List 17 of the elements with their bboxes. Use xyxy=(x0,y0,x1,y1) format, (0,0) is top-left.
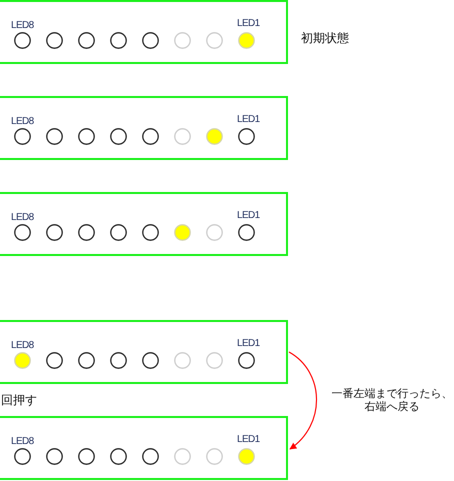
led-label: LED8 xyxy=(11,212,34,223)
led-label: LED1 xyxy=(237,114,260,125)
led-panel xyxy=(0,320,288,384)
led-label: LED1 xyxy=(237,210,260,221)
led-label: LED1 xyxy=(237,434,260,445)
led-label: LED8 xyxy=(11,340,34,351)
step-note: 回押す xyxy=(1,393,37,407)
led-panel xyxy=(0,96,288,160)
led-panel xyxy=(0,416,288,480)
led-label: LED1 xyxy=(237,338,260,349)
led-label: LED8 xyxy=(11,20,34,31)
led-panel xyxy=(0,192,288,256)
led-label: LED8 xyxy=(11,436,34,447)
led-label: LED8 xyxy=(11,116,34,127)
led-label: LED1 xyxy=(237,18,260,29)
state-caption: 初期状態 xyxy=(301,31,349,45)
curved-arrow xyxy=(288,352,317,450)
